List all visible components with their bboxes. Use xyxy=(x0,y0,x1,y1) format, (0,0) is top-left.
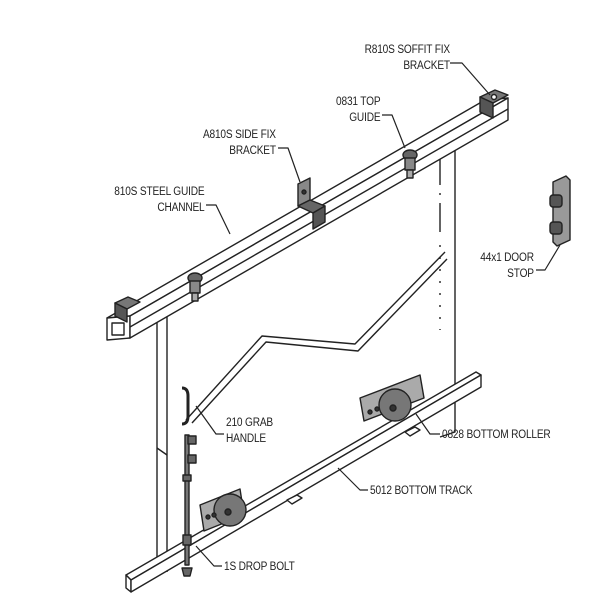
label-side-fix-bracket: A810S SIDE FIX BRACKET xyxy=(203,127,276,159)
side-fix-bracket xyxy=(297,177,326,230)
leader-lines xyxy=(195,62,561,567)
label-line: 0831 TOP xyxy=(335,96,381,108)
bottom-roller xyxy=(199,374,425,532)
label-top-guide: 0831 TOP GUIDE xyxy=(335,94,381,126)
label-line: BRACKET xyxy=(229,145,276,157)
label-bottom-roller: 0828 BOTTOM ROLLER xyxy=(442,429,551,441)
end-bracket xyxy=(114,296,141,323)
drop-bolt xyxy=(181,434,197,577)
panel-outline xyxy=(185,251,448,424)
top-guide xyxy=(187,149,418,302)
door-stop xyxy=(549,175,571,247)
label-line: A810S SIDE FIX xyxy=(203,129,276,141)
soffit-bracket xyxy=(479,89,509,119)
label-line: GUIDE xyxy=(348,112,380,124)
label-guide-channel: 810S STEEL GUIDE CHANNEL xyxy=(114,184,204,216)
label-grab-handle: 210 GRAB HANDLE xyxy=(226,415,273,447)
label-soffit-bracket: R810S SOFFIT FIX BRACKET xyxy=(365,42,450,74)
label-line: 44x1 DOOR xyxy=(480,252,534,264)
guide-channel xyxy=(106,97,509,341)
label-line: STOP xyxy=(507,268,534,280)
label-line: 210 GRAB xyxy=(226,417,273,429)
label-bottom-track: 5012 BOTTOM TRACK xyxy=(370,485,473,497)
label-line: BRACKET xyxy=(403,60,450,72)
label-line: HANDLE xyxy=(226,433,266,445)
bottom-track xyxy=(125,371,482,593)
grab-handle xyxy=(181,386,190,426)
label-line: 810S STEEL GUIDE xyxy=(113,186,204,198)
label-door-stop: 44x1 DOOR STOP xyxy=(480,250,534,282)
label-line: R810S SOFFIT FIX xyxy=(364,44,450,56)
label-line: CHANNEL xyxy=(156,202,204,214)
label-drop-bolt: 1S DROP BOLT xyxy=(224,561,295,573)
